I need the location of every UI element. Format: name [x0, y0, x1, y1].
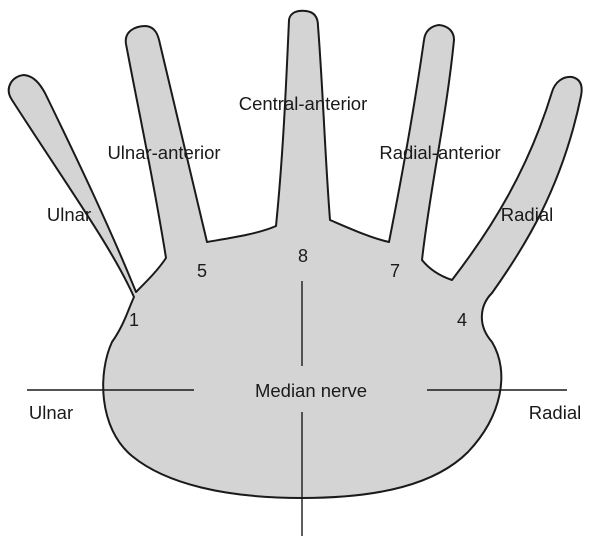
label-median-nerve: Median nerve — [255, 380, 367, 401]
number-7: 7 — [390, 261, 400, 281]
label-radial-side: Radial — [529, 402, 581, 423]
label-radial-anterior: Radial-anterior — [379, 142, 500, 163]
label-ulnar-anterior: Ulnar-anterior — [107, 142, 220, 163]
number-4: 4 — [457, 310, 467, 330]
label-ulnar-finger: Ulnar — [47, 204, 91, 225]
number-8: 8 — [298, 246, 308, 266]
number-1: 1 — [129, 310, 139, 330]
label-radial-finger: Radial — [501, 204, 553, 225]
label-ulnar-side: Ulnar — [29, 402, 73, 423]
nerve-outline-shape — [9, 11, 582, 498]
number-5: 5 — [197, 261, 207, 281]
label-central-anterior: Central-anterior — [239, 93, 368, 114]
